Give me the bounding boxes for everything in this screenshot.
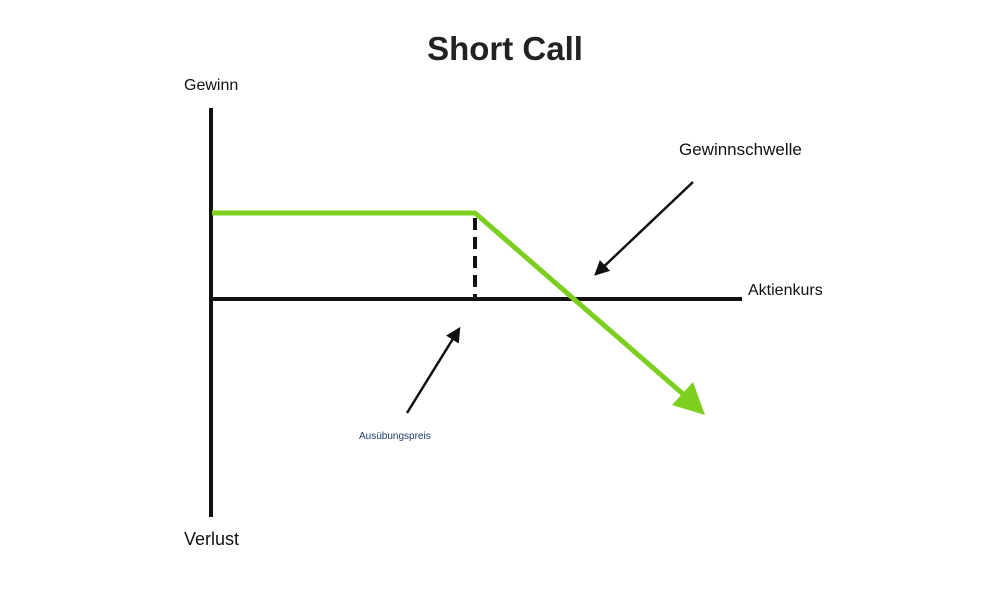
breakeven-arrow	[594, 181, 694, 276]
payoff-line	[212, 210, 685, 396]
strike-label: Ausübungspreis	[359, 431, 431, 442]
breakeven-label: Gewinnschwelle	[679, 140, 802, 159]
x-axis-label: Aktienkurs	[748, 282, 823, 299]
strike-arrow	[405, 326, 461, 414]
y-axis-bottom-label: Verlust	[184, 529, 240, 549]
y-axis-top-label: Gewinn	[184, 77, 239, 94]
payoff-arrowhead	[672, 382, 705, 415]
diagram-title: Short Call	[427, 30, 583, 67]
